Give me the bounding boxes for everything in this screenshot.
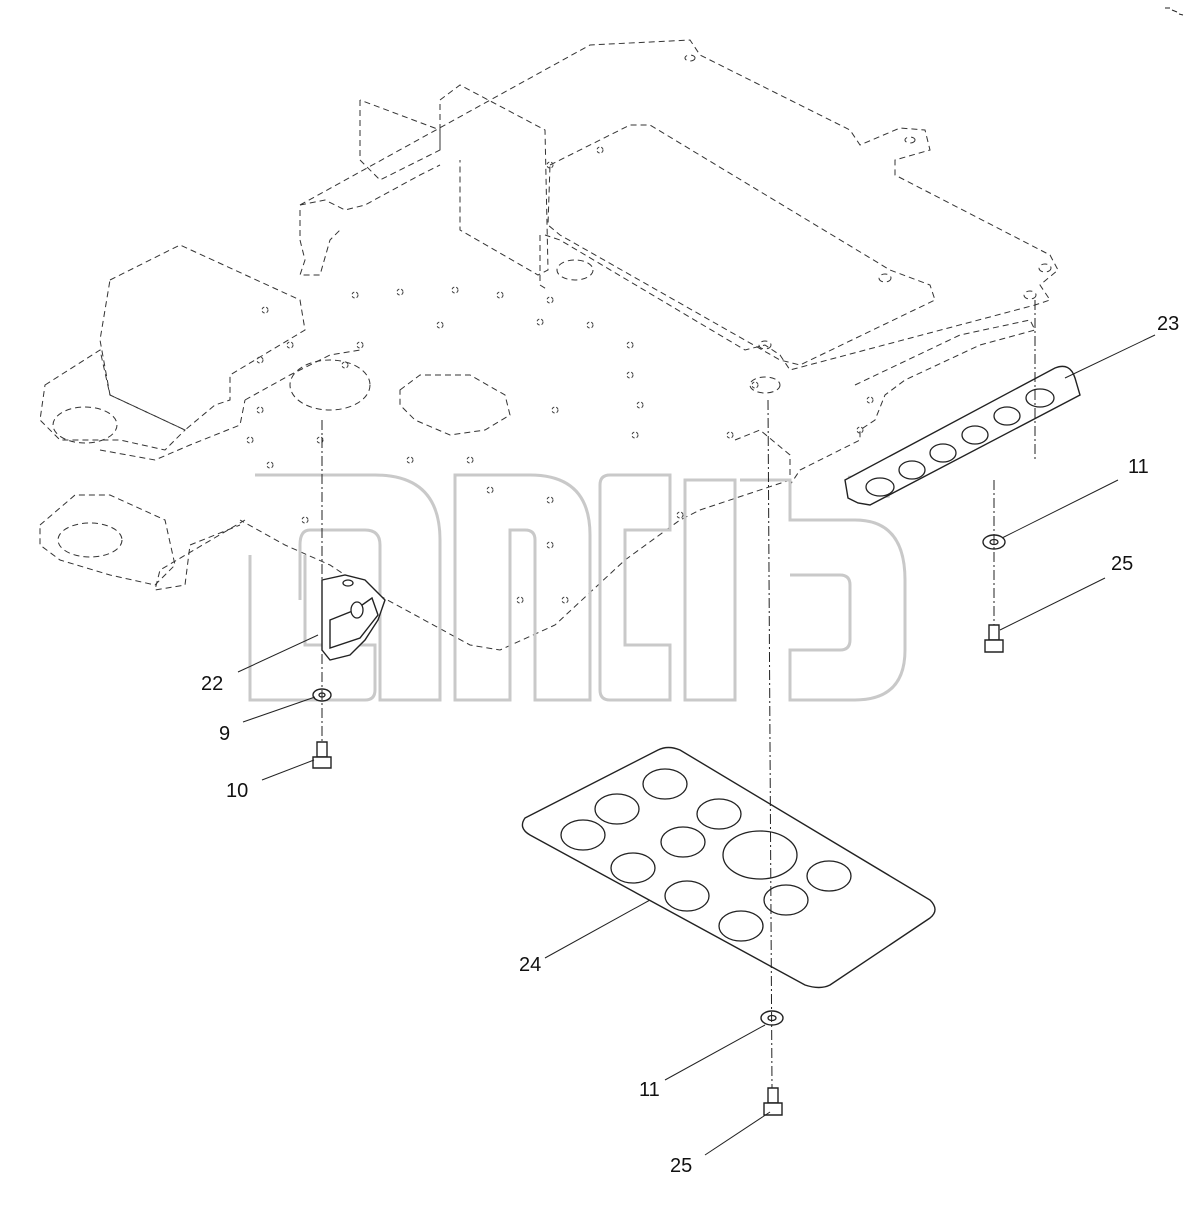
corner-mark xyxy=(1165,7,1184,16)
callout-23: 23 xyxy=(1157,313,1179,335)
callout-25-bottom: 25 xyxy=(670,1155,692,1177)
callouts: 22 9 10 23 11 25 24 11 25 xyxy=(201,313,1179,1177)
callout-22: 22 xyxy=(201,673,223,695)
bolt-25-right xyxy=(984,624,1004,653)
leader-lines xyxy=(237,334,1156,1156)
main-frame xyxy=(39,39,1059,651)
part-23-strip xyxy=(844,365,1081,506)
callout-25-right: 25 xyxy=(1111,553,1133,575)
part-22-bracket xyxy=(321,574,386,661)
callout-9: 9 xyxy=(219,723,230,745)
callout-11-right: 11 xyxy=(1128,456,1149,478)
part-24-plate xyxy=(521,746,936,989)
bolt-25-bottom xyxy=(763,1087,783,1116)
callout-24: 24 xyxy=(519,954,541,976)
callout-10: 10 xyxy=(226,780,248,802)
assembly-axes xyxy=(321,300,1036,1089)
callout-11-bottom: 11 xyxy=(639,1079,660,1101)
bolt-10 xyxy=(312,741,332,769)
